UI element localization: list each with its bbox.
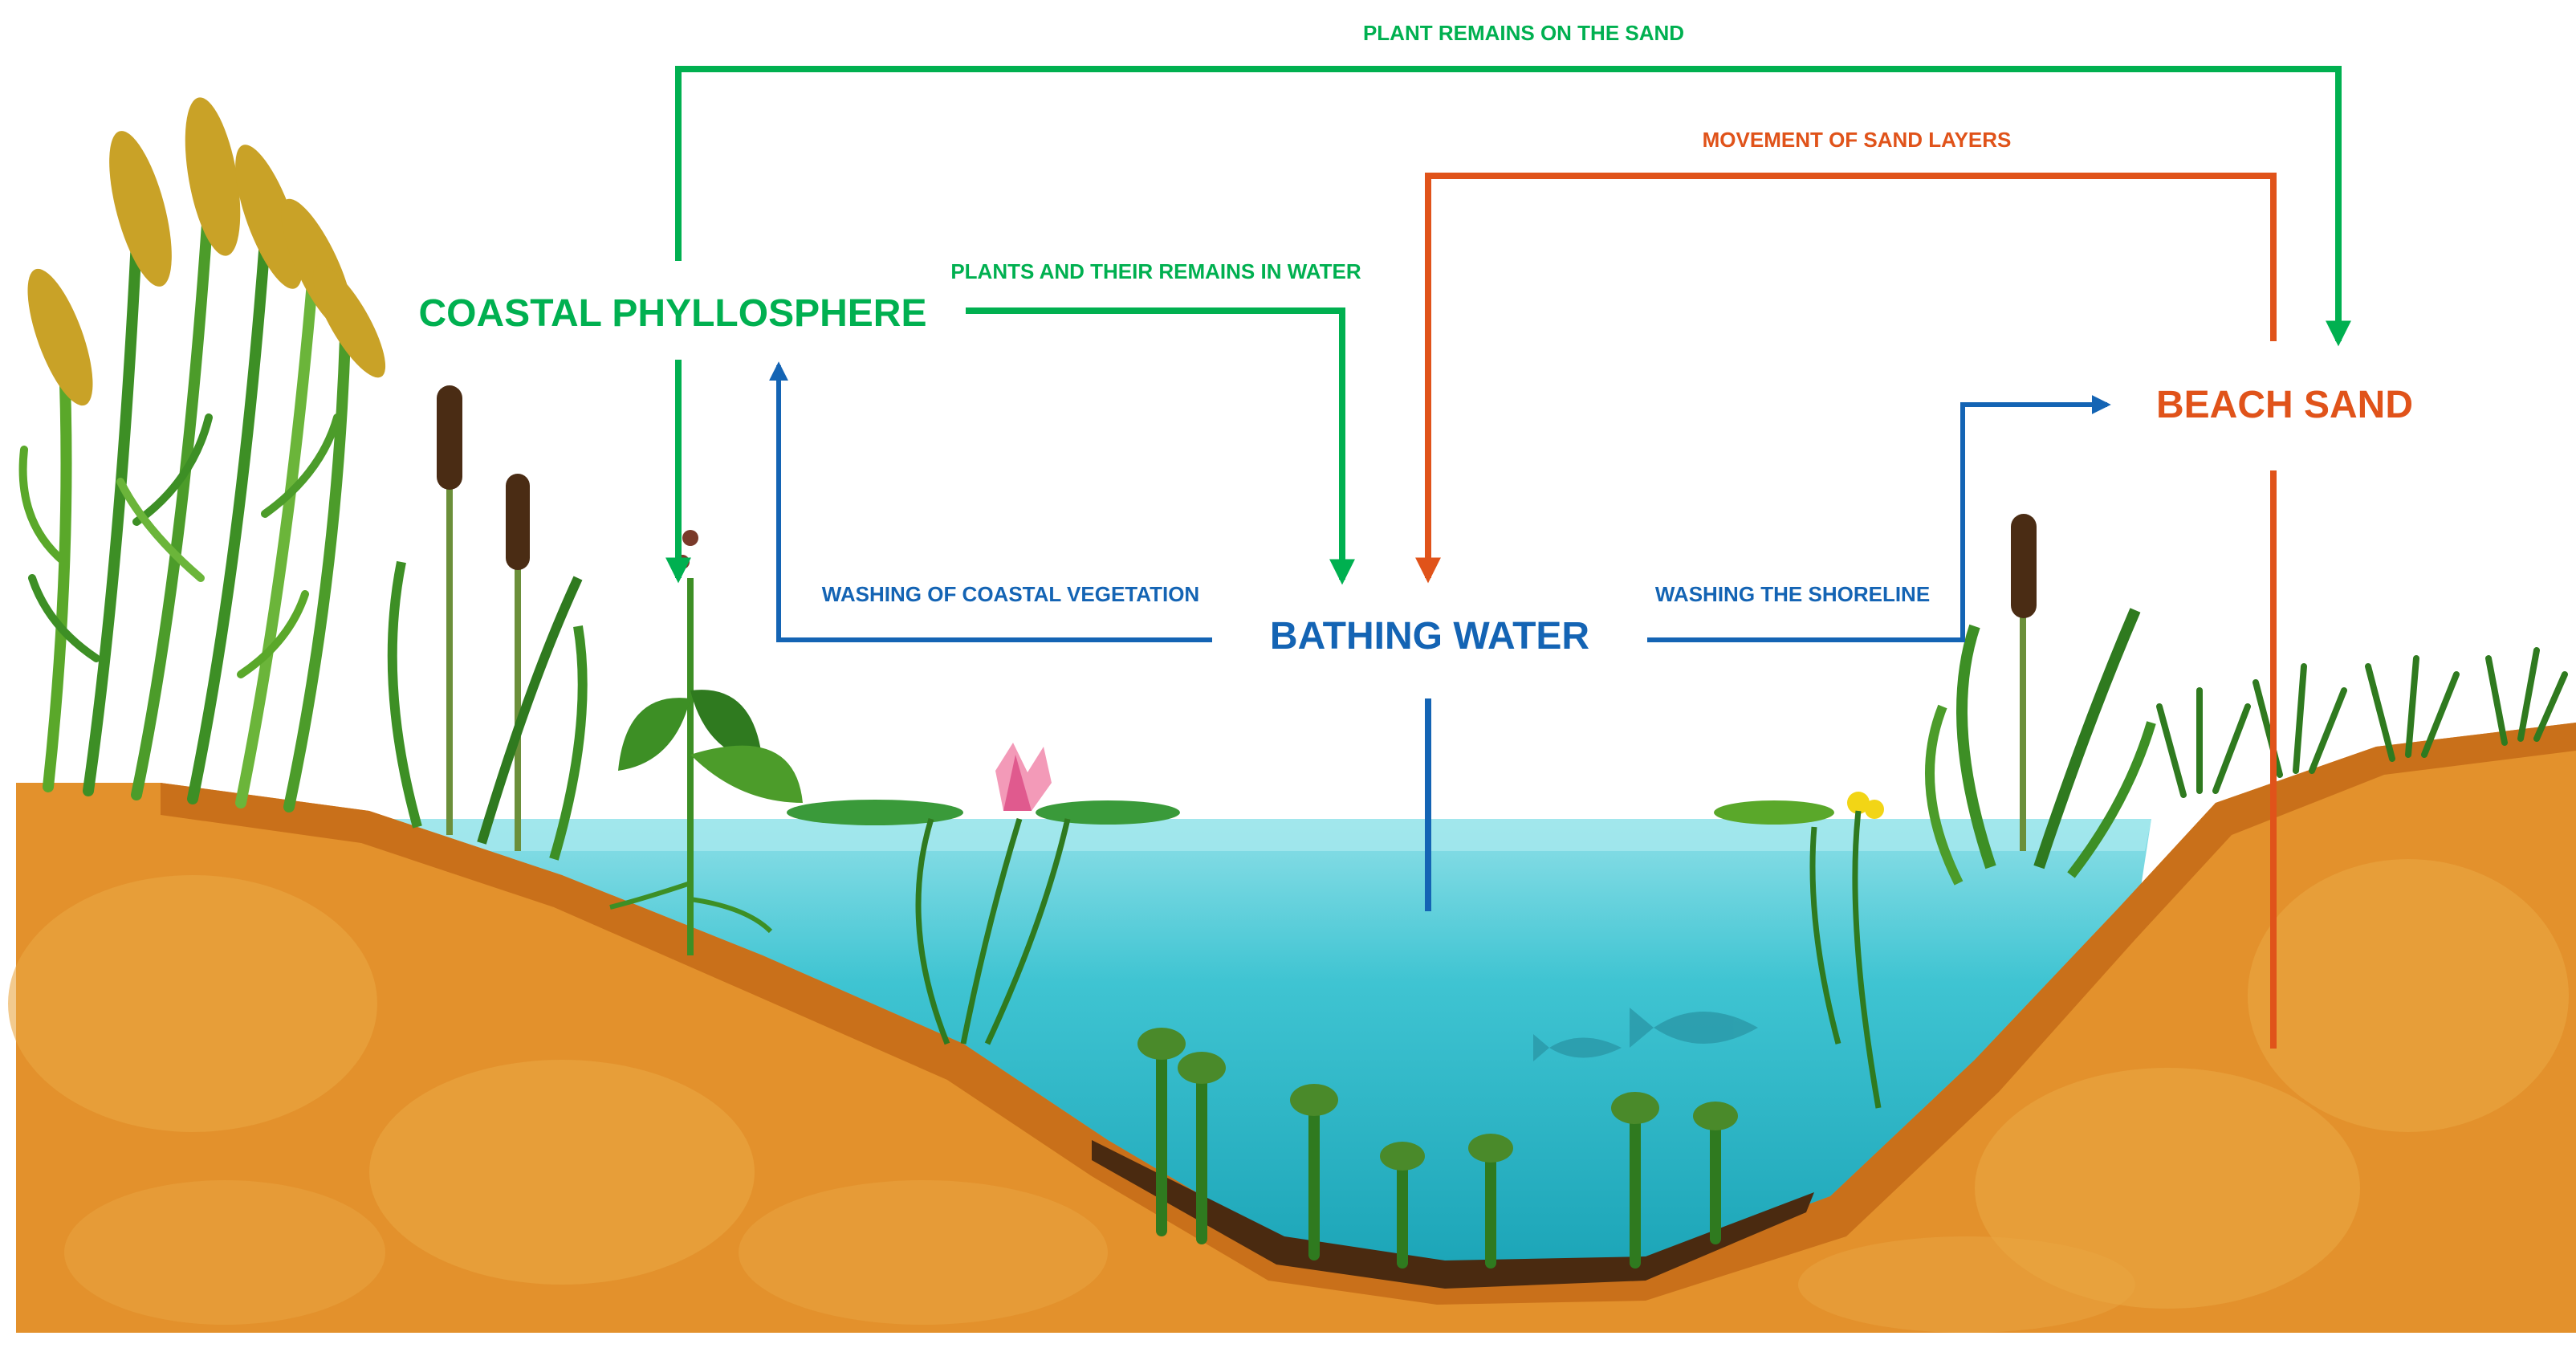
fish — [1533, 1008, 1758, 1061]
arrowhead-plant — [609, 530, 803, 955]
arrow-washing-shoreline — [1647, 395, 2111, 642]
sand-blob — [739, 1180, 1108, 1325]
lily-pads-left — [787, 743, 1180, 1045]
water-surface — [385, 819, 2151, 851]
label-beach-sand: BEACH SAND — [2156, 384, 2413, 426]
sand-blob — [1798, 1236, 2135, 1333]
sand-blob — [2248, 859, 2569, 1132]
sand-edge — [161, 723, 2576, 1305]
lily-pad-right — [1714, 792, 1884, 1109]
sand-blob — [8, 875, 377, 1132]
label-plant-remains-on-sand: PLANT REMAINS ON THE SAND — [1363, 21, 1684, 45]
reed-plumes — [27, 97, 386, 406]
label-bathing-water: BATHING WATER — [1270, 615, 1589, 658]
sand-blob — [369, 1060, 755, 1285]
landscape-illustration — [8, 97, 2576, 1333]
left-reeds — [18, 195, 351, 812]
arrow-plant-remains-on-sand — [675, 66, 2351, 347]
label-movement-of-sand-layers: MOVEMENT OF SAND LAYERS — [1703, 128, 2012, 152]
label-washing-shoreline: WASHING THE SHORELINE — [1655, 582, 1930, 606]
arrow-plants-remains-in-water — [966, 307, 1355, 585]
right-plants — [1925, 514, 2156, 886]
sand-blob — [64, 1180, 385, 1325]
cattails-left — [387, 385, 588, 861]
arrow-movement-of-sand-layers — [1415, 173, 2277, 584]
underwater-weeds — [1137, 1028, 1738, 1269]
label-coastal-phyllosphere: COASTAL PHYLLOSPHERE — [419, 292, 927, 335]
label-plants-remains-in-water: PLANTS AND THEIR REMAINS IN WATER — [950, 259, 1361, 283]
arrow-washing-coastal-vegetation — [769, 361, 1212, 642]
right-grasses — [2156, 647, 2568, 798]
label-washing-coastal-vegetation: WASHING OF COASTAL VEGETATION — [822, 582, 1199, 606]
mud-layer — [1092, 1140, 1814, 1289]
